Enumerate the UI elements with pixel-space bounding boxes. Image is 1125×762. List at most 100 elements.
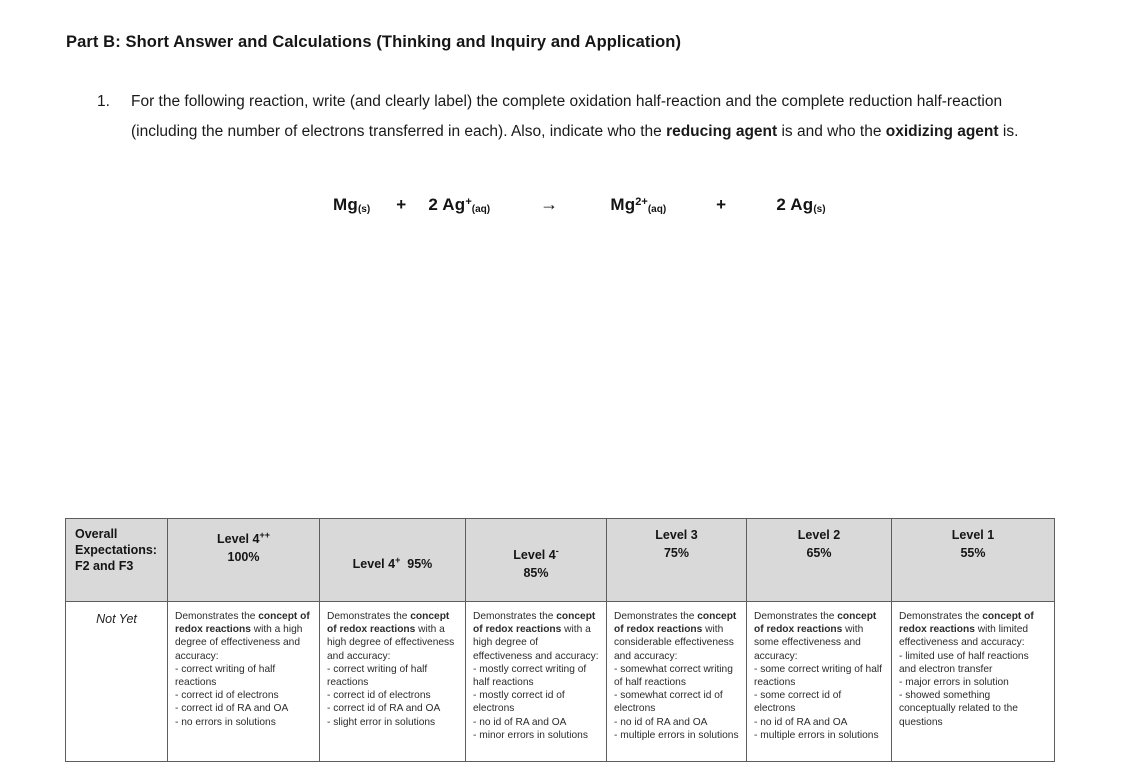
rubric-cell-level-4-plusplus: Demonstrates the concept of redox reacti… xyxy=(167,601,320,762)
criteria-intro-pre: Demonstrates the xyxy=(614,611,698,622)
criteria-bullet: - slight error in solutions xyxy=(327,716,436,728)
criteria-intro-post: with a high degree of effectiveness and … xyxy=(473,624,599,662)
criteria-intro: Demonstrates the concept of redox reacti… xyxy=(175,610,312,663)
criteria-intro-bold: concept of redox reactions xyxy=(754,611,877,636)
header-level-4m-percent: 85% xyxy=(523,565,549,580)
rubric-cell-level-2: Demonstrates the concept of redox reacti… xyxy=(746,601,892,762)
criteria-intro-pre: Demonstrates the xyxy=(175,611,259,622)
criteria-bullet: - showed something conceptually related … xyxy=(899,690,1018,728)
rubric-header-level-4-minus: Level 4- 85% xyxy=(465,518,607,602)
header-level-4pp-label: Level 4 xyxy=(217,532,260,546)
header-overall-line-3: F2 and F3 xyxy=(75,559,134,573)
rubric-cell-level-1: Demonstrates the concept of redox reacti… xyxy=(891,601,1055,762)
question-text: For the following reaction, write (and c… xyxy=(131,87,1032,146)
criteria-bullet: - major errors in solution xyxy=(899,677,1009,689)
criteria-intro-bold: concept of redox reactions xyxy=(175,611,310,636)
criteria-intro-pre: Demonstrates the xyxy=(327,611,411,622)
rubric-header-level-4-plusplus: Level 4++ 100% xyxy=(167,518,320,602)
equation-reactant-mg: Mg(s) xyxy=(333,195,370,215)
criteria-intro: Demonstrates the concept of redox reacti… xyxy=(899,610,1047,650)
rubric-header-level-3: Level 3 75% xyxy=(606,518,747,602)
equation-reactant-ag-symbol: 2 Ag xyxy=(428,195,466,214)
rubric-header-level-1: Level 1 55% xyxy=(891,518,1055,602)
question-line-3-mid: is and who the xyxy=(777,122,886,140)
criteria-bullet: - some correct id of electrons xyxy=(754,690,842,715)
equation-reactant-ag-state: (aq) xyxy=(471,204,491,215)
criteria-bullet-list: - correct writing of half reactions - co… xyxy=(327,663,458,729)
criteria-bullet: - correct writing of half reactions xyxy=(175,663,276,689)
question-line-1: For the following reaction, write (and c… xyxy=(131,93,845,110)
criteria-bullet: - somewhat correct id of electrons xyxy=(614,690,723,715)
criteria-bullet: - multiple errors in solutions xyxy=(614,729,739,741)
header-level-4p-sup: + xyxy=(395,554,401,565)
header-level-4pp-percent: 100% xyxy=(227,550,260,564)
criteria-intro-bold: concept of redox reactions xyxy=(473,611,596,636)
equation-reactant-ag-charge: + xyxy=(465,196,472,208)
equation-reactant-mg-symbol: Mg xyxy=(333,195,358,214)
equation-product-ag-state: (s) xyxy=(813,204,826,215)
criteria-intro-post: with some effectiveness and accuracy: xyxy=(754,624,864,662)
equation-product-mg-charge: 2+ xyxy=(635,196,648,208)
criteria-bullet: - correct id of electrons xyxy=(175,690,279,702)
equation-reactant-ag: 2 Ag+(aq) xyxy=(428,195,490,215)
equation-product-ag-symbol: 2 Ag xyxy=(776,195,814,214)
rubric-header-overall-expectations: Overall Expectations: F2 and F3 xyxy=(65,518,168,602)
criteria-bullet: - mostly correct writing of half reactio… xyxy=(473,663,587,689)
header-level-3-percent: 75% xyxy=(663,546,690,560)
rubric-cell-level-3: Demonstrates the concept of redox reacti… xyxy=(606,601,747,762)
criteria-intro-bold: concept of redox reactions xyxy=(327,611,450,636)
header-level-2-percent: 65% xyxy=(806,546,832,560)
criteria-intro: Demonstrates the concept of redox reacti… xyxy=(473,610,599,663)
header-level-1-percent: 55% xyxy=(960,546,986,560)
header-level-4pp-sup: ++ xyxy=(259,530,270,540)
equation-product-mg-symbol: Mg xyxy=(610,195,636,214)
criteria-bullet: - no id of RA and OA xyxy=(473,716,567,728)
term-oxidizing-agent: oxidizing agent xyxy=(885,122,999,140)
header-overall-line-1: Overall xyxy=(75,527,118,541)
criteria-bullet-list: - correct writing of half reactions - co… xyxy=(175,663,312,729)
equation-product-ag: 2 Ag(s) xyxy=(776,195,825,215)
criteria-intro-pre: Demonstrates the xyxy=(473,611,557,622)
criteria-bullet: - mostly correct id of electrons xyxy=(473,690,565,715)
criteria-bullet: - correct writing of half reactions xyxy=(327,663,428,689)
question-number: 1. xyxy=(97,93,110,110)
criteria-intro-pre: Demonstrates the xyxy=(754,611,838,622)
criteria-bullet: - multiple errors in solutions xyxy=(754,729,879,741)
criteria-intro-post: with limited effectiveness and accuracy: xyxy=(899,624,1029,649)
criteria-intro-bold: concept of redox reactions xyxy=(899,611,1034,636)
criteria-intro-bold: concept of redox reactions xyxy=(614,611,737,636)
criteria-bullet: - correct id of RA and OA xyxy=(327,703,441,715)
criteria-intro-pre: Demonstrates the xyxy=(899,611,983,622)
header-level-4m-sup: - xyxy=(555,545,559,556)
rubric-header-row: Overall Expectations: F2 and F3 Level 4+… xyxy=(65,518,1055,602)
criteria-bullet: - minor errors in solutions xyxy=(473,729,588,741)
header-overall-line-2: Expectations: xyxy=(75,543,157,557)
equation-plus-2: + xyxy=(716,195,727,214)
equation-plus-1: + xyxy=(396,195,407,214)
criteria-bullet-list: - somewhat correct writing of half react… xyxy=(614,663,739,742)
criteria-bullet-list: - mostly correct writing of half reactio… xyxy=(473,663,599,742)
criteria-intro-post: with considerable effectiveness and accu… xyxy=(614,624,734,662)
header-level-3-label: Level 3 xyxy=(655,528,698,542)
criteria-bullet: - no id of RA and OA xyxy=(614,716,708,728)
rubric-header-level-4-plus: Level 4+ 95% xyxy=(319,518,466,602)
rubric-table: Overall Expectations: F2 and F3 Level 4+… xyxy=(65,518,1055,762)
chemical-equation: Mg(s)+2 Ag+(aq)→Mg2+(aq)+2 Ag(s) xyxy=(333,194,826,215)
criteria-bullet-list: - limited use of half reactions and elec… xyxy=(899,650,1047,729)
equation-reactant-mg-state: (s) xyxy=(357,204,371,215)
term-reducing-agent: reducing agent xyxy=(666,122,778,140)
rubric-header-level-2: Level 2 65% xyxy=(746,518,892,602)
question-line-3-post: is. xyxy=(998,122,1019,140)
rubric-criteria-row: Not Yet Demonstrates the concept of redo… xyxy=(65,601,1055,762)
criteria-bullet-list: - some correct writing of half reactions… xyxy=(754,663,884,742)
criteria-intro: Demonstrates the concept of redox reacti… xyxy=(614,610,739,663)
header-level-4m-label: Level 4 xyxy=(513,547,556,562)
criteria-bullet: - somewhat correct writing of half react… xyxy=(614,663,733,689)
page-title: Part B: Short Answer and Calculations (T… xyxy=(66,33,682,51)
criteria-bullet: - limited use of half reactions and elec… xyxy=(899,650,1029,675)
rubric-cell-level-4-plus: Demonstrates the concept of redox reacti… xyxy=(319,601,466,762)
rubric-cell-not-yet: Not Yet xyxy=(65,601,168,762)
criteria-intro: Demonstrates the concept of redox reacti… xyxy=(327,610,458,663)
reaction-arrow-icon: → xyxy=(540,194,559,214)
criteria-bullet: - no errors in solutions xyxy=(175,716,276,728)
